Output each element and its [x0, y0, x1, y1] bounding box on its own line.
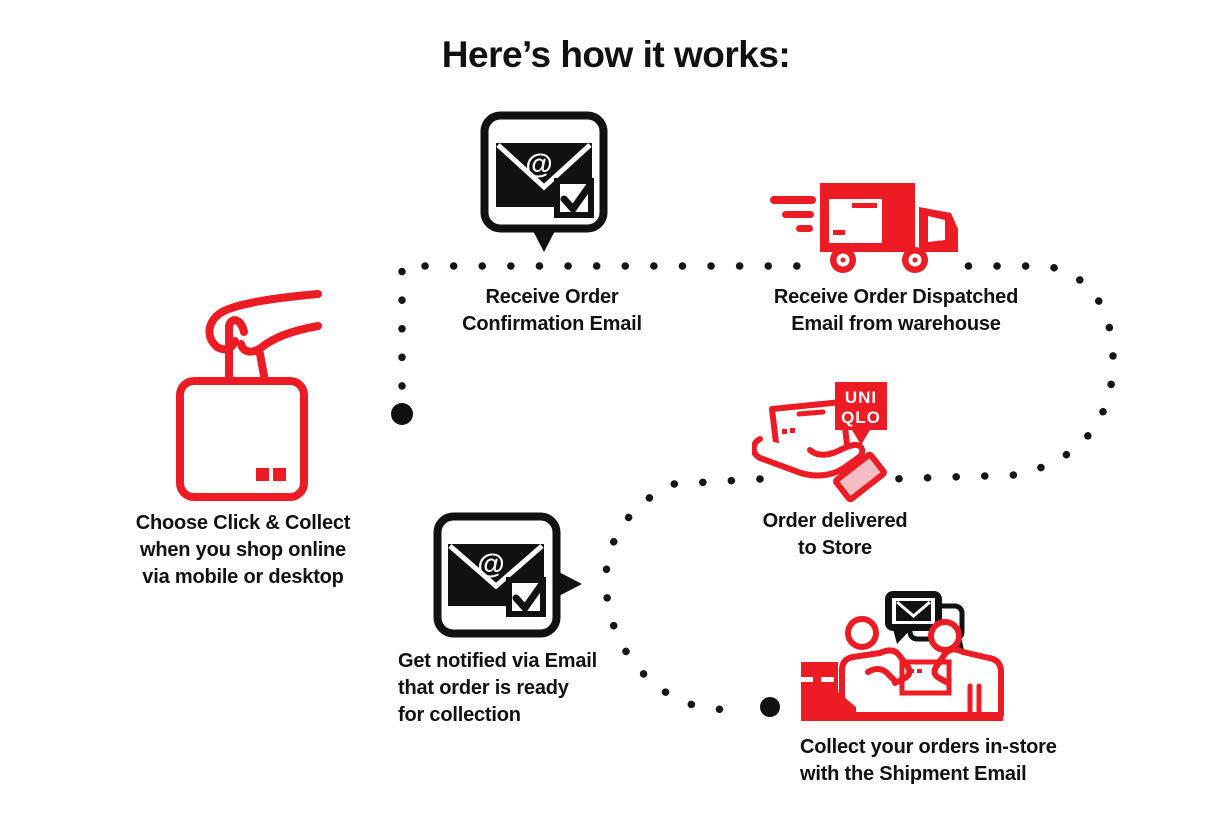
step-dispatched-label: Receive Order Dispatched Email from ware… [773, 286, 1019, 335]
step-collect-label: Collect your orders in-store with the Sh… [800, 736, 1057, 785]
flow-path-bottom [602, 475, 764, 714]
hand-holding-package-uniqlo-icon: UNI QLO [752, 382, 887, 502]
delivery-truck-icon [770, 182, 960, 275]
flow-end-dot [760, 697, 780, 717]
hand-with-shopping-bag-icon [176, 290, 322, 501]
store-counter-pickup-icon [798, 591, 1004, 721]
uniqlo-logo-line2: QLO [841, 408, 881, 427]
step-delivered-label: Order delivered to Store [762, 510, 908, 559]
order-confirmation-email-icon: @ [480, 111, 608, 252]
page-title: Here’s how it works: [441, 34, 791, 75]
flow-start-dot [391, 403, 413, 425]
step-choose-label: Choose Click & Collect when you shop onl… [135, 512, 351, 588]
uniqlo-logo-line1: UNI [845, 388, 877, 407]
ready-notification-email-icon: @ [433, 512, 582, 638]
at-symbol: @ [525, 148, 552, 179]
at-symbol: @ [477, 548, 504, 579]
step-confirmation-label: Receive Order Confirmation Email [462, 286, 642, 335]
step-notified-label: Get notified via Email that order is rea… [398, 650, 597, 726]
